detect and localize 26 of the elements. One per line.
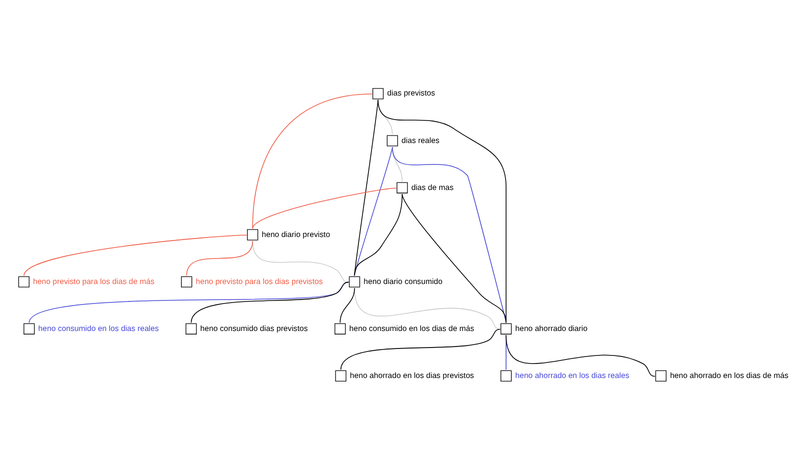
- connector: [354, 193, 403, 276]
- node-box: [348, 276, 360, 287]
- connector: [506, 334, 656, 376]
- node-box: [500, 322, 512, 334]
- connector: [354, 146, 393, 276]
- node-box: [334, 322, 346, 334]
- connector: [28, 281, 350, 323]
- node-box: [500, 370, 512, 381]
- node-box: [181, 276, 192, 287]
- connector: [190, 281, 350, 323]
- node-box: [186, 322, 197, 334]
- node-box: [372, 88, 384, 99]
- connector: [340, 287, 355, 323]
- node-box: [24, 322, 35, 334]
- node-box: [335, 370, 346, 381]
- connector: [402, 193, 506, 323]
- node-box: [18, 276, 30, 287]
- connector: [186, 240, 253, 276]
- connector: [252, 93, 373, 229]
- node-box: [396, 182, 408, 193]
- connector: [252, 187, 397, 229]
- node-box: [386, 134, 398, 146]
- connector: [340, 328, 501, 370]
- connector: [24, 234, 248, 276]
- node-box: [247, 228, 258, 240]
- node-box: [655, 370, 666, 381]
